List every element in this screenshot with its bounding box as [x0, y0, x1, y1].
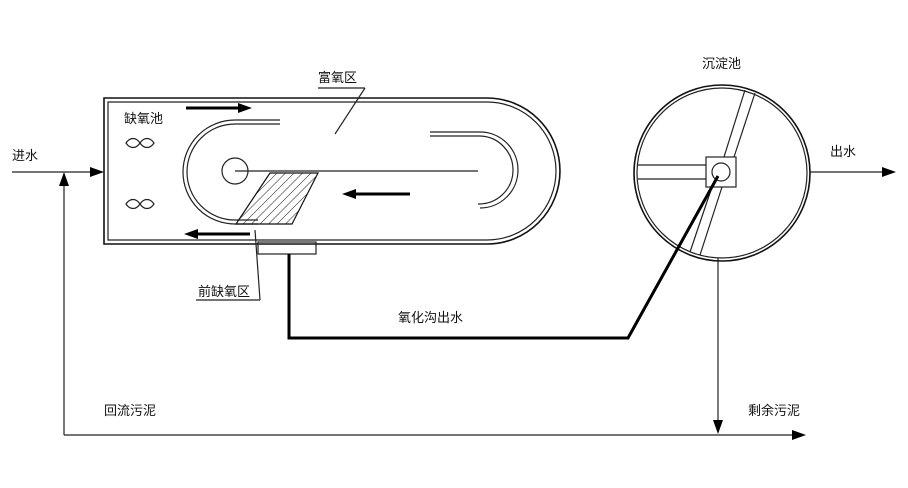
mixer-icon-upper	[125, 137, 155, 149]
return-sludge-line	[59, 172, 806, 440]
ditch-effluent-label: 氧化沟出水	[398, 311, 463, 326]
anoxic-tank-label: 缺氧池	[124, 112, 163, 127]
flow-arrow-bottom	[184, 229, 250, 239]
inner-channel-right	[430, 131, 519, 209]
ditch-outlet-box	[257, 241, 317, 255]
pre-anoxic-zone-hatch	[234, 172, 319, 225]
clarifier-label: 沉淀池	[702, 57, 741, 72]
clarifier-tank	[633, 84, 811, 262]
excess-sludge-label: 剩余污泥	[748, 403, 800, 419]
ditch-inner-wall	[107, 101, 557, 241]
aerobic-zone-leader	[334, 87, 366, 135]
mixer-icon-lower	[125, 198, 155, 210]
excess-sludge-line	[713, 258, 723, 434]
pre-anoxic-zone-label: 前缺氧区	[198, 284, 250, 300]
aerobic-zone-label: 富氧区	[318, 70, 357, 86]
ditch-effluent-pipe	[287, 175, 720, 340]
return-sludge-label: 回流污泥	[104, 404, 156, 419]
outlet-arrow	[810, 167, 896, 177]
ditch-outer-wall	[103, 97, 561, 245]
inner-channel-left-inner	[186, 123, 280, 221]
rotor-circle	[221, 157, 249, 185]
pre-anoxic-zone-leader	[254, 229, 261, 301]
inlet-arrow	[12, 167, 104, 177]
outlet-label: 出水	[830, 145, 856, 160]
inlet-label: 进水	[12, 149, 38, 164]
flow-arrow-top	[186, 103, 252, 113]
flow-arrow-middle	[342, 189, 410, 199]
inner-channel-left	[182, 119, 280, 225]
inner-channel-right-inner	[430, 135, 514, 205]
